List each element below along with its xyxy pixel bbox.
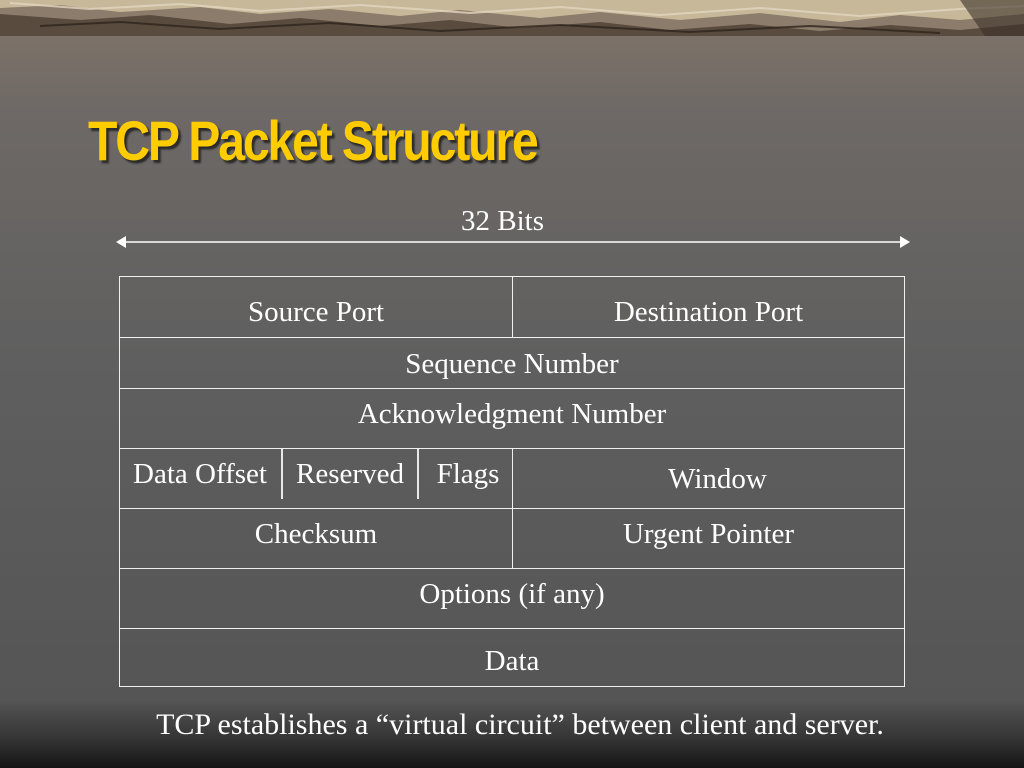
- options-label: Options (if any): [419, 578, 605, 610]
- row-data: Data: [120, 629, 904, 686]
- checksum-label: Checksum: [254, 518, 378, 550]
- row-checksum-urgent: Checksum Urgent Pointer: [120, 509, 904, 569]
- bit-width-label: 32 Bits: [461, 205, 544, 237]
- reserved-label: Reserved: [296, 458, 404, 490]
- tcp-header-diagram: Source Port Destination Port Sequence Nu…: [119, 276, 905, 687]
- offset-reserved-divider: [281, 449, 283, 499]
- slide-title: TCP Packet Structure: [88, 109, 539, 172]
- data-offset-label: Data Offset: [133, 458, 267, 490]
- flags-label: Flags: [436, 458, 500, 490]
- sequence-number-field: Sequence Number: [120, 338, 904, 388]
- ack-number-field: Acknowledgment Number: [120, 389, 904, 448]
- offset-reserved-flags-field: Data Offset Reserved Flags: [120, 449, 513, 508]
- window-label: Window: [668, 463, 767, 495]
- urgent-pointer-label: Urgent Pointer: [622, 518, 795, 550]
- data-label: Data: [484, 645, 540, 677]
- row-ports: Source Port Destination Port: [120, 277, 904, 338]
- source-port-field: Source Port: [120, 277, 513, 337]
- row-acknowledgment: Acknowledgment Number: [120, 389, 904, 449]
- slide-caption: TCP establishes a “virtual circuit” betw…: [156, 708, 884, 741]
- destination-port-field: Destination Port: [513, 277, 904, 337]
- decorative-header-band: [0, 0, 1024, 36]
- source-port-label: Source Port: [247, 296, 385, 328]
- row-options: Options (if any): [120, 569, 904, 629]
- checksum-field: Checksum: [120, 509, 513, 568]
- window-field: Window: [513, 449, 904, 508]
- bit-width-arrow: [116, 236, 910, 248]
- urgent-pointer-field: Urgent Pointer: [513, 509, 904, 568]
- destination-port-label: Destination Port: [613, 296, 804, 328]
- data-field: Data: [120, 629, 904, 686]
- row-offset-window: Data Offset Reserved Flags Window: [120, 449, 904, 509]
- sequence-number-label: Sequence Number: [405, 348, 619, 380]
- options-field: Options (if any): [120, 569, 904, 628]
- row-sequence: Sequence Number: [120, 338, 904, 389]
- ack-number-label: Acknowledgment Number: [357, 398, 667, 430]
- reserved-flags-divider: [417, 449, 419, 499]
